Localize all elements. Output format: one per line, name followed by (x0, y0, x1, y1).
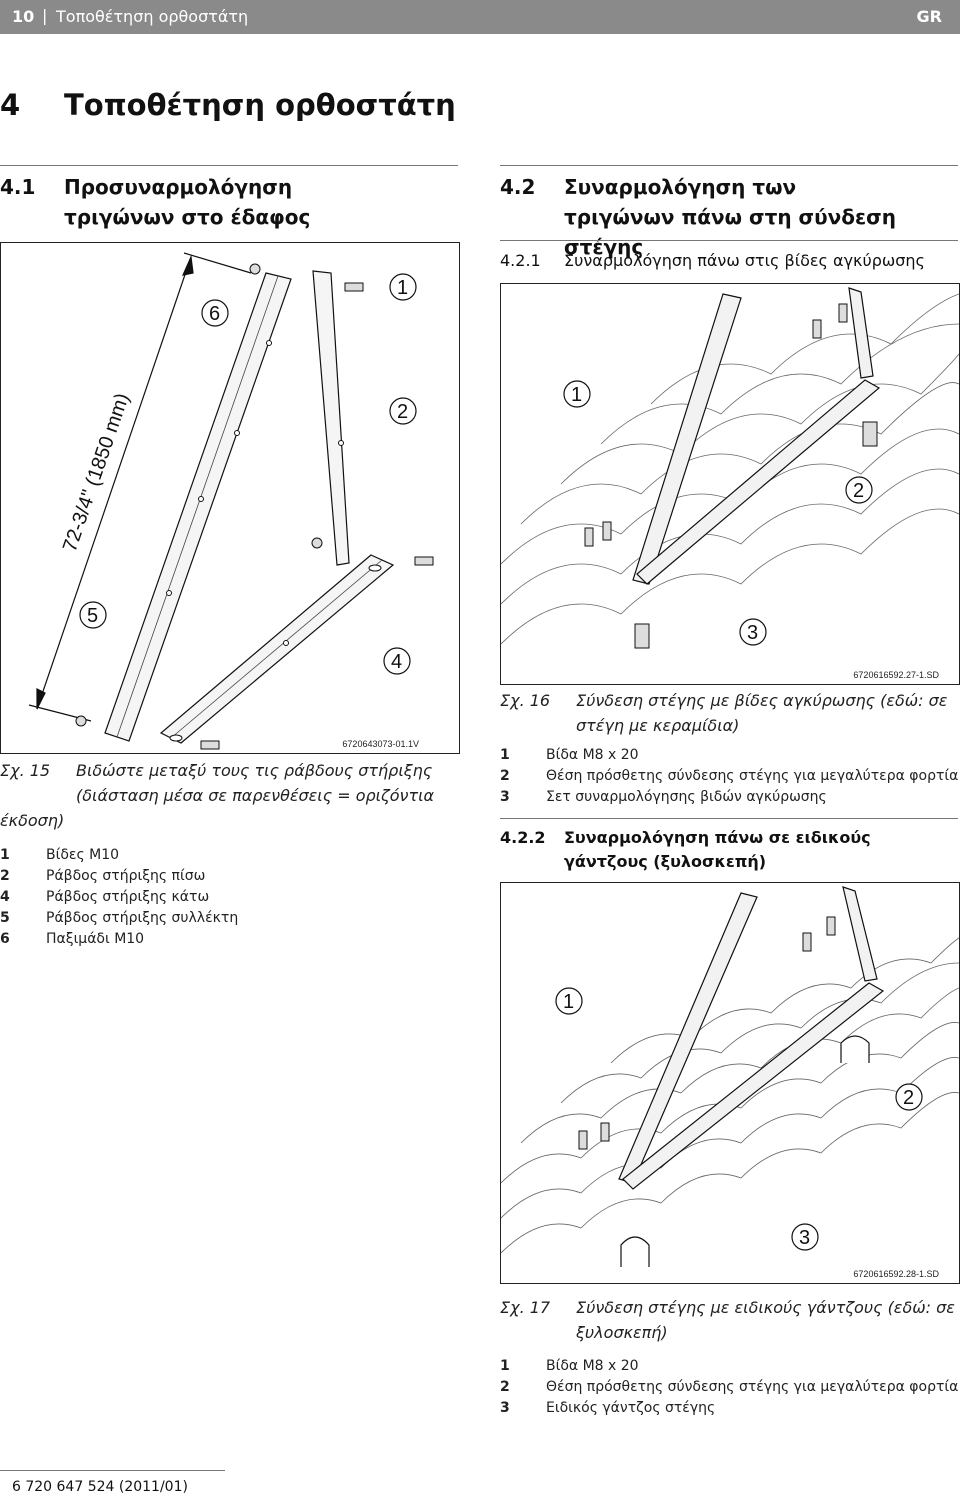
figure-17-caption: Σχ. 17 Σύνδεση στέγης με ειδικούς γάντζο… (500, 1295, 958, 1345)
callout-number: 1 (563, 991, 574, 1013)
figure-16-callouts: 1 2 3 (563, 380, 873, 646)
figure-17: 1 2 3 6720616592.28-1.SD (500, 882, 960, 1284)
chapter-number: 4 (0, 88, 21, 122)
figure-16-drawing: 1 2 3 (501, 287, 959, 649)
caption-line: Βιδώστε μεταξύ τους τις ράβδους στήριξης (76, 761, 433, 780)
figure-17-callouts: 1 2 3 (555, 987, 923, 1251)
figure-15: 1 2 4 5 6 72-3/4" (1850 mm) 6720643073-0… (0, 242, 460, 754)
callout-number: 2 (903, 1087, 914, 1109)
caption-line: Σύνδεση στέγης με ειδικούς γάντζους (εδώ… (576, 1298, 955, 1317)
section-rule (500, 240, 958, 241)
caption-number: Σχ. 17 (500, 1298, 551, 1317)
section-number: 4.1 (0, 175, 36, 199)
dimension-label: 72-3/4" (1850 mm) (59, 390, 134, 554)
callout-number: 3 (747, 622, 758, 644)
section-4-1-heading: 4.1 Προσυναρμολόγηση τριγώνων στο έδαφος (0, 172, 458, 236)
chapter-title: Τοποθέτηση ορθοστάτη (64, 88, 456, 122)
section-title: Συναρμολόγηση των τριγώνων πάνω στη σύνδ… (564, 175, 896, 259)
section-number: 4.2 (500, 175, 536, 199)
section-title: Συναρμολόγηση πάνω στις βίδες αγκύρωσης (564, 251, 925, 270)
section-number: 4.2.2 (500, 828, 546, 847)
callout-number: 1 (397, 277, 408, 299)
callout-number: 1 (571, 384, 582, 406)
figure-15-caption: Σχ. 15 Βιδώστε μεταξύ τους τις ράβδους σ… (0, 758, 458, 838)
figure-code: 6720616592.27-1.SD (853, 670, 939, 680)
caption-line: ξυλοσκεπή) (576, 1323, 668, 1342)
section-rule (500, 165, 958, 166)
header-title: Τοποθέτηση ορθοστάτη (56, 7, 249, 26)
header-separator: | (42, 6, 48, 25)
caption-line: Σύνδεση στέγης με βίδες αγκύρωσης (εδώ: … (576, 691, 948, 710)
callout-number: 2 (397, 401, 408, 423)
figure-17-drawing: 1 2 3 (501, 886, 959, 1267)
section-rule (0, 165, 458, 166)
section-title: Προσυναρμολόγηση τριγώνων στο έδαφος (64, 175, 311, 229)
section-title: Συναρμολόγηση πάνω σε ειδικούς γάντζους … (564, 828, 871, 871)
section-rule (500, 818, 958, 819)
section-4-2-2-heading: 4.2.2 Συναρμολόγηση πάνω σε ειδικούς γάν… (500, 826, 958, 874)
figure-15-callouts: 1 2 4 5 6 (79, 273, 417, 675)
section-number: 4.2.1 (500, 251, 541, 270)
caption-line: στέγη με κεραμίδια) (576, 716, 740, 735)
footer-rule (0, 1470, 225, 1471)
callout-number: 5 (87, 605, 98, 627)
callout-number: 2 (853, 480, 864, 502)
figure-15-drawing: 1 2 4 5 6 72-3/4" (1850 mm) (28, 252, 434, 750)
caption-number: Σχ. 16 (500, 691, 551, 710)
document-number: 6 720 647 524 (2011/01) (12, 1479, 188, 1495)
section-4-2-1-heading: 4.2.1 Συναρμολόγηση πάνω στις βίδες αγκύ… (500, 249, 958, 273)
page-header: 10 | Τοποθέτηση ορθοστάτη GR (0, 0, 960, 34)
figure-16-caption: Σχ. 16 Σύνδεση στέγης με βίδες αγκύρωσης… (500, 688, 958, 738)
language-code: GR (916, 7, 942, 26)
callout-number: 4 (391, 651, 402, 673)
caption-line: έκδοση) (0, 811, 65, 830)
figure-code: 6720643073-01.1V (342, 739, 419, 749)
callout-number: 6 (209, 303, 220, 325)
caption-line: (διάσταση μέσα σε παρενθέσεις = οριζόντι… (76, 786, 435, 805)
caption-number: Σχ. 15 (0, 761, 51, 780)
page-number: 10 (12, 7, 35, 26)
callout-number: 3 (799, 1227, 810, 1249)
figure-code: 6720616592.28-1.SD (853, 1269, 939, 1279)
figure-16: 1 2 3 6720616592.27-1.SD (500, 283, 960, 685)
section-4-2-heading: 4.2 Συναρμολόγηση των τριγώνων πάνω στη … (500, 172, 958, 259)
